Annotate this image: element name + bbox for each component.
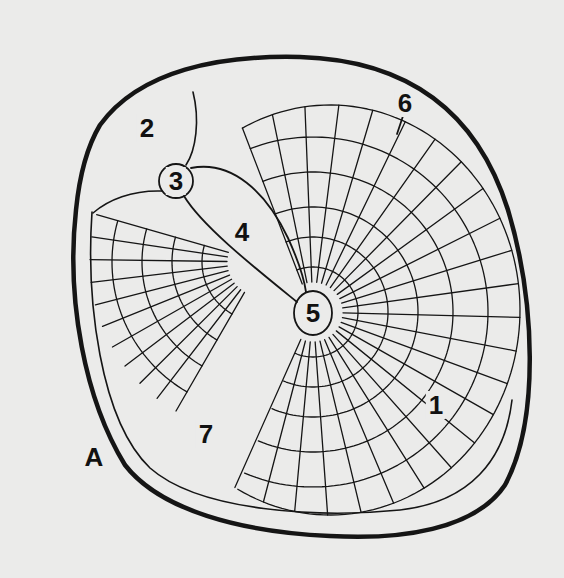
mesh-ray (103, 275, 230, 326)
mesh-ray (342, 250, 512, 303)
mesh-ray (235, 339, 301, 487)
mesh-arc (295, 267, 358, 357)
mesh-ray (90, 260, 227, 262)
mesh-ray (112, 279, 231, 347)
mesh-ray (341, 322, 507, 383)
mesh-ray (317, 105, 339, 282)
callout-number: 3 (166, 167, 186, 195)
mesh-ray (326, 122, 405, 285)
mesh-arc (258, 172, 453, 452)
hilum-wall (191, 167, 306, 292)
mesh-arc (245, 137, 488, 487)
mesh-arc (272, 207, 418, 417)
callout-number: 2 (137, 114, 157, 142)
mesh-ray (242, 128, 302, 284)
bronchus-line (186, 92, 197, 165)
outer-outline (73, 57, 529, 537)
mesh-ray (97, 215, 229, 253)
mesh-ray (325, 340, 394, 504)
mesh-arc (112, 221, 187, 392)
mesh-ray (140, 287, 237, 384)
callout-number: 7 (196, 420, 216, 448)
mesh-ray (337, 188, 483, 294)
mesh-arc (284, 237, 388, 387)
hilum-blob (159, 164, 193, 198)
callout-number: 5 (303, 299, 323, 327)
callout-number: 1 (426, 391, 446, 419)
mesh-ray (343, 313, 520, 318)
callout-number: 6 (395, 89, 415, 117)
mesh-ray (330, 139, 435, 287)
mesh-ray (342, 318, 516, 351)
mesh (90, 105, 520, 515)
hilum-blob (294, 291, 332, 335)
mesh-ray (336, 331, 474, 443)
mesh-arc (202, 245, 232, 314)
callout-number: 4 (232, 218, 252, 246)
mesh-ray (263, 341, 305, 502)
lobe-outline (238, 105, 520, 515)
mesh-arc (142, 229, 202, 366)
mesh-ray (343, 284, 519, 308)
mesh-ray (339, 327, 493, 415)
left-lobe-edge (93, 191, 162, 213)
panel-letter: A (82, 443, 107, 471)
mesh-arc (172, 237, 217, 340)
mesh-ray (157, 290, 241, 399)
mesh-ray (272, 115, 307, 283)
mesh-ray (315, 342, 327, 515)
mesh-ray (340, 218, 500, 298)
mesh-ray (305, 107, 312, 282)
